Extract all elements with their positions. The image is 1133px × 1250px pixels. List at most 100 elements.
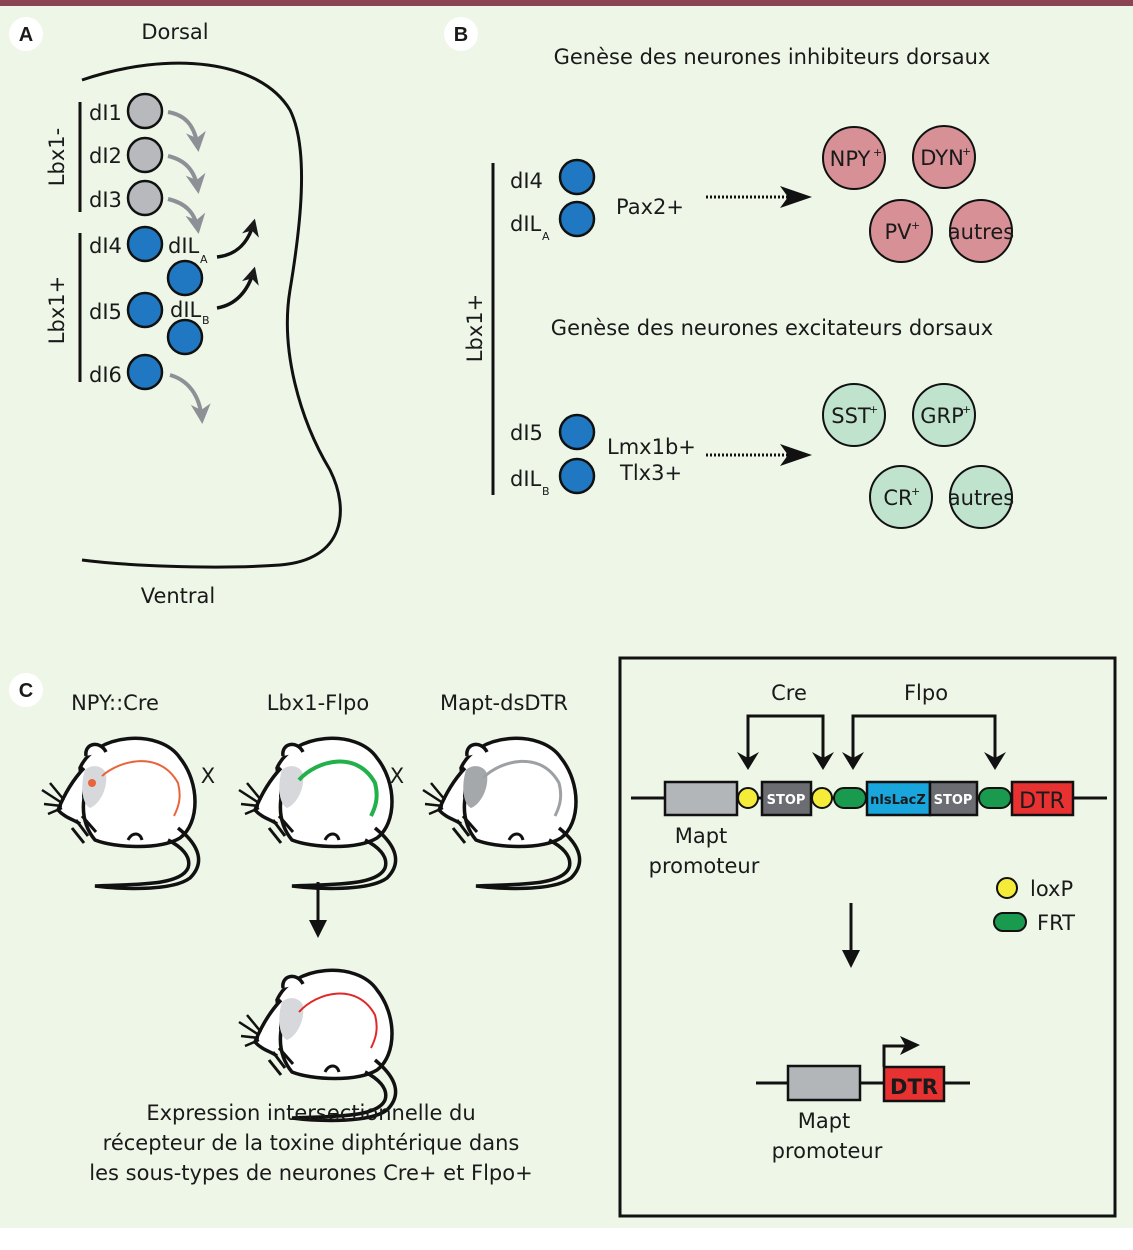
legend-frt-label: FRT bbox=[1037, 911, 1075, 935]
inhib-progenitor-dila-circle bbox=[558, 200, 596, 238]
legend-loxp-label: loxP bbox=[1030, 877, 1073, 901]
cre-label: Cre bbox=[771, 681, 807, 705]
loxp-site-1 bbox=[737, 787, 759, 809]
transcription-start-arrow-icon bbox=[900, 1036, 920, 1055]
subtype-inhib-autres: autres bbox=[948, 199, 1014, 263]
subtype-grp: GRP + bbox=[912, 383, 976, 447]
subtype-grp-label: GRP bbox=[920, 404, 964, 428]
flpo-bracket bbox=[851, 714, 997, 767]
subtype-npy-label: NPY bbox=[830, 147, 871, 171]
subtype-excit-autres-circle bbox=[949, 465, 1013, 529]
subtype-excit-autres: autres bbox=[948, 465, 1014, 529]
neuron-di3: dI3 bbox=[89, 179, 164, 217]
migration-arrow-dilb bbox=[216, 266, 259, 310]
excitatory-title: Genèse des neurones excitateurs dorsaux bbox=[551, 316, 993, 340]
neuron-di3-label: dI3 bbox=[89, 188, 122, 212]
neuron-di6-circle bbox=[126, 353, 164, 391]
cross-symbol-2: X bbox=[390, 764, 404, 788]
neuron-di2: dI2 bbox=[89, 136, 164, 174]
tlx3-marker: Tlx3+ bbox=[619, 461, 682, 485]
result-dtr-label: DTR bbox=[890, 1075, 938, 1099]
panel-a-badge bbox=[9, 17, 43, 51]
spinal-cord-outline bbox=[81, 61, 342, 569]
neuron-dila: dIL A bbox=[166, 234, 208, 297]
subtype-cr-circle bbox=[869, 465, 933, 529]
cre-bracket bbox=[746, 714, 825, 767]
mouse-npy-cre-label: NPY::Cre bbox=[71, 691, 159, 715]
caption-line-2: récepteur de la toxine diphtérique dans bbox=[103, 1131, 520, 1155]
cross-result-arrow-head bbox=[309, 920, 327, 938]
neuron-di5-circle bbox=[126, 291, 164, 329]
panel-b-letter: B bbox=[454, 24, 468, 46]
neuron-dilb-label: dIL bbox=[170, 298, 202, 322]
cross-symbol-1: X bbox=[201, 764, 215, 788]
loxp-site-2 bbox=[811, 787, 833, 809]
subtype-cr-sup: + bbox=[911, 485, 920, 498]
cre-arrow-right-head bbox=[812, 752, 834, 770]
flpo-arrow-right-head bbox=[984, 752, 1006, 770]
dtr-label: DTR bbox=[1019, 789, 1065, 814]
construct-box bbox=[618, 656, 1117, 1218]
panel-a: A Dorsal Ventral Lbx1- Lbx1+ dI1 dI2 dI3… bbox=[9, 17, 342, 608]
excit-progenitor-di5-circle bbox=[558, 413, 596, 451]
legend-frt-icon bbox=[993, 912, 1027, 932]
neuron-di1: dI1 bbox=[89, 92, 164, 130]
subtype-excit-autres-label: autres bbox=[948, 486, 1014, 510]
lbx1-minus-label: Lbx1- bbox=[45, 128, 69, 186]
migration-arrow-di1 bbox=[167, 110, 206, 152]
subtype-npy-sup: + bbox=[873, 146, 882, 159]
frt-site-1 bbox=[833, 787, 867, 809]
neuron-di1-label: dI1 bbox=[89, 101, 122, 125]
flpo-label: Flpo bbox=[904, 681, 948, 705]
transcription-start-line bbox=[882, 1044, 905, 1067]
subtype-dyn-label: DYN bbox=[920, 146, 964, 170]
frt-site-2 bbox=[978, 787, 1012, 809]
subtype-sst: SST + bbox=[822, 383, 886, 447]
inhibitory-arrow-head bbox=[780, 186, 812, 208]
panel-c-badge bbox=[9, 673, 43, 707]
neuron-di6-label: dI6 bbox=[89, 363, 122, 387]
panel-b: B Lbx1+ Genèse des neurones inhibiteurs … bbox=[444, 17, 1014, 529]
inhib-progenitor-di4-circle bbox=[558, 158, 596, 196]
cre-arrow-left-head bbox=[737, 752, 759, 770]
dtr-box bbox=[1010, 780, 1075, 817]
excit-progenitor-di5-label: dI5 bbox=[510, 421, 543, 445]
mapt-label-line2: promoteur bbox=[649, 854, 760, 878]
subtype-grp-sup: + bbox=[962, 403, 971, 416]
subtype-cr: CR + bbox=[869, 465, 933, 529]
migration-arrow-di6 bbox=[169, 373, 211, 424]
result-mapt-promoter-box bbox=[786, 1064, 862, 1102]
migration-arrow-dila bbox=[216, 218, 259, 259]
neuron-di4-label: dI4 bbox=[89, 234, 122, 258]
legend-loxp-icon bbox=[996, 877, 1018, 899]
mouse-lbx1-flpo-icon bbox=[237, 736, 398, 891]
panel-c-letter: C bbox=[19, 680, 33, 702]
panel-b-lbx1-label: Lbx1+ bbox=[463, 294, 487, 362]
stop-cassette-1 bbox=[760, 780, 813, 817]
inhib-progenitor-dila-sub: A bbox=[542, 230, 550, 243]
subtype-npy-circle bbox=[822, 126, 886, 190]
mouse-offspring-icon bbox=[237, 968, 398, 1123]
migration-arrow-di2 bbox=[167, 154, 206, 194]
neuron-di1-circle bbox=[126, 92, 164, 130]
result-mapt-label-line1: Mapt bbox=[798, 1109, 851, 1133]
result-mapt-label-line2: promoteur bbox=[772, 1139, 883, 1163]
inhibitory-title: Genèse des neurones inhibiteurs dorsaux bbox=[554, 45, 991, 69]
mouse-mapt-dsdtr-icon bbox=[421, 736, 582, 891]
lbx1-plus-label: Lbx1+ bbox=[45, 276, 69, 344]
inhib-progenitor-di4-label: dI4 bbox=[510, 169, 543, 193]
mouse-npy-cre-icon bbox=[40, 736, 201, 891]
excit-progenitor-dilb-circle bbox=[558, 457, 596, 495]
neuron-dila-sub: A bbox=[200, 253, 208, 266]
caption-line-3: les sous-types de neurones Cre+ et Flpo+ bbox=[89, 1161, 532, 1185]
excit-progenitor-dilb-sub: B bbox=[542, 485, 550, 498]
migration-arrow-di3 bbox=[167, 197, 206, 234]
nlslacz-label: nlsLacZ bbox=[870, 793, 926, 808]
neuron-dilb-sub: B bbox=[202, 314, 210, 327]
neuron-di4-circle bbox=[126, 225, 164, 263]
subtype-inhib-autres-circle bbox=[949, 199, 1013, 263]
stop-cassette-2 bbox=[928, 780, 979, 817]
construct-panel: Cre Flpo STOP nlsLacZ STOP DTR Mapt prom… bbox=[618, 656, 1117, 1218]
subtype-pv-label: PV bbox=[884, 220, 912, 244]
